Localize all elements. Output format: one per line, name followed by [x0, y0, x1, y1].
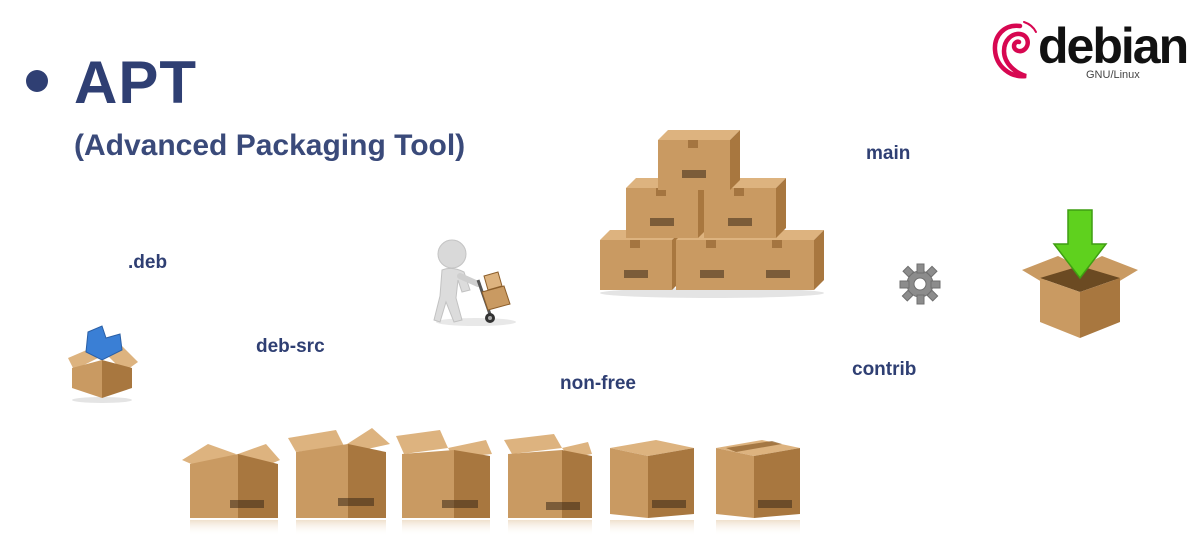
box-stack-icon: [600, 130, 824, 298]
label-main: main: [866, 143, 911, 164]
slide-subtitle: (Advanced Packaging Tool): [74, 129, 466, 162]
bullet-icon: [26, 70, 48, 92]
worker-handtruck-icon: [433, 239, 516, 326]
box-row-icon: [182, 428, 800, 536]
label-deb-src: deb-src: [256, 336, 325, 357]
slide-title: APT: [74, 49, 197, 116]
debian-swirl-icon: [992, 21, 1037, 79]
debian-logo: debian GNU/Linux: [990, 18, 1189, 84]
gear-icon: [899, 263, 941, 305]
label-contrib: contrib: [852, 359, 917, 380]
label-deb: .deb: [128, 252, 168, 273]
logo-wordmark: debian: [1038, 18, 1189, 74]
label-non-free: non-free: [560, 373, 636, 394]
download-box-icon: [1022, 209, 1138, 338]
deb-package-icon: [68, 325, 138, 403]
logo-tagline: GNU/Linux: [1086, 69, 1140, 81]
